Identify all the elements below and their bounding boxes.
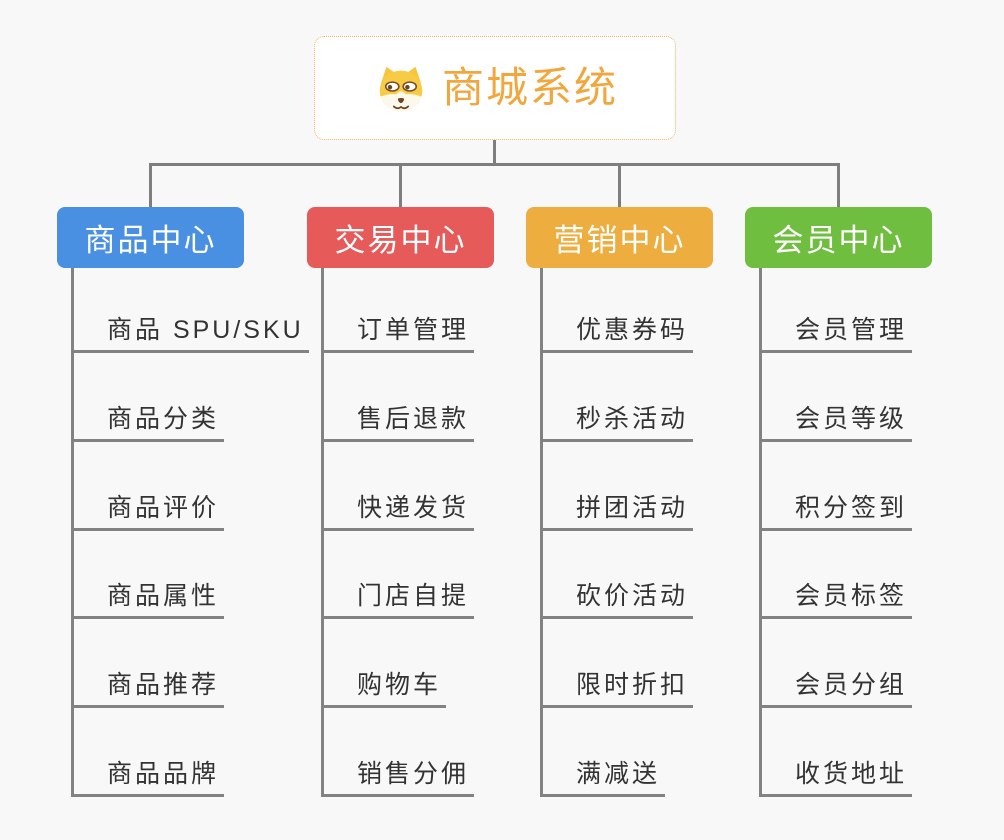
leaf-label: 商品 SPU/SKU xyxy=(74,310,309,353)
branch-marketing: 营销中心 优惠券码 秒杀活动 拼团活动 砍价活动 限时折扣 满减送 xyxy=(526,207,713,797)
leaf-node[interactable]: 砍价活动 xyxy=(543,531,694,620)
branch-label: 交易中心 xyxy=(334,223,467,258)
leaf-label: 商品推荐 xyxy=(74,665,225,709)
leaf-label: 优惠券码 xyxy=(543,310,694,353)
branch-node-marketing[interactable]: 营销中心 xyxy=(526,207,713,268)
leaf-label: 砍价活动 xyxy=(543,576,694,620)
leaf-label: 商品分类 xyxy=(74,399,225,442)
branch-marketing-leaves: 优惠券码 秒杀活动 拼团活动 砍价活动 限时折扣 满减送 xyxy=(540,268,694,797)
leaf-node[interactable]: 会员分组 xyxy=(762,619,913,709)
leaf-node[interactable]: 商品 SPU/SKU xyxy=(74,268,309,353)
root-node[interactable]: 商城系统 xyxy=(314,36,676,140)
branch-node-trade[interactable]: 交易中心 xyxy=(307,207,494,268)
leaf-node[interactable]: 拼团活动 xyxy=(543,442,694,531)
leaf-label: 会员管理 xyxy=(762,310,913,353)
leaf-label: 积分签到 xyxy=(762,488,913,531)
leaf-label: 会员等级 xyxy=(762,399,913,442)
root-title: 商城系统 xyxy=(441,64,618,111)
leaf-label: 快递发货 xyxy=(324,488,475,531)
leaf-node[interactable]: 订单管理 xyxy=(324,268,475,353)
branch-trade: 交易中心 订单管理 售后退款 快递发货 门店自提 购物车 销售分佣 xyxy=(307,207,494,797)
connector-drop-marketing xyxy=(618,163,621,207)
leaf-node[interactable]: 积分签到 xyxy=(762,442,913,531)
leaf-node[interactable]: 会员等级 xyxy=(762,353,913,442)
leaf-node[interactable]: 会员标签 xyxy=(762,531,913,620)
branch-member-leaves: 会员管理 会员等级 积分签到 会员标签 会员分组 收货地址 xyxy=(759,268,913,797)
leaf-node[interactable]: 购物车 xyxy=(324,619,474,709)
leaf-node[interactable]: 满减送 xyxy=(543,708,693,797)
connector-horizontal-bar xyxy=(149,163,840,166)
leaf-label: 收货地址 xyxy=(762,754,913,797)
branch-product-leaves: 商品 SPU/SKU 商品分类 商品评价 商品属性 商品推荐 商品品牌 xyxy=(71,268,309,797)
leaf-node[interactable]: 商品推荐 xyxy=(74,619,309,709)
leaf-label: 满减送 xyxy=(543,754,666,797)
leaf-node[interactable]: 售后退款 xyxy=(324,353,475,442)
branch-node-member[interactable]: 会员中心 xyxy=(745,207,932,268)
leaf-node[interactable]: 收货地址 xyxy=(762,708,913,797)
branch-label: 商品中心 xyxy=(84,223,217,258)
leaf-node[interactable]: 商品品牌 xyxy=(74,708,309,797)
branch-label: 营销中心 xyxy=(553,223,686,258)
leaf-node[interactable]: 商品属性 xyxy=(74,531,309,620)
leaf-label: 会员分组 xyxy=(762,665,913,709)
connector-drop-trade xyxy=(399,163,402,207)
branch-product: 商品中心 商品 SPU/SKU 商品分类 商品评价 商品属性 商品推荐 商品品牌 xyxy=(57,207,309,797)
leaf-label: 商品品牌 xyxy=(74,754,225,797)
leaf-node[interactable]: 会员管理 xyxy=(762,268,913,353)
dog-face-icon xyxy=(372,63,430,113)
leaf-node[interactable]: 门店自提 xyxy=(324,531,475,620)
branch-node-product[interactable]: 商品中心 xyxy=(57,207,244,268)
leaf-label: 秒杀活动 xyxy=(543,399,694,442)
leaf-label: 门店自提 xyxy=(324,576,475,620)
leaf-node[interactable]: 限时折扣 xyxy=(543,619,694,709)
leaf-node[interactable]: 销售分佣 xyxy=(324,708,475,797)
leaf-node[interactable]: 快递发货 xyxy=(324,442,475,531)
leaf-node[interactable]: 秒杀活动 xyxy=(543,353,694,442)
connector-drop-product xyxy=(149,163,152,207)
leaf-label: 销售分佣 xyxy=(324,754,475,797)
leaf-label: 会员标签 xyxy=(762,576,913,620)
leaf-label: 限时折扣 xyxy=(543,665,694,709)
leaf-node[interactable]: 商品分类 xyxy=(74,353,309,442)
branch-member: 会员中心 会员管理 会员等级 积分签到 会员标签 会员分组 收货地址 xyxy=(745,207,932,797)
leaf-label: 商品评价 xyxy=(74,488,225,531)
connector-root-stub xyxy=(493,140,496,163)
branch-label: 会员中心 xyxy=(772,223,905,258)
leaf-label: 商品属性 xyxy=(74,576,225,620)
leaf-label: 订单管理 xyxy=(324,310,475,353)
leaf-node[interactable]: 优惠券码 xyxy=(543,268,694,353)
connector-drop-member xyxy=(837,163,840,207)
leaf-label: 拼团活动 xyxy=(543,488,694,531)
leaf-node[interactable]: 商品评价 xyxy=(74,442,309,531)
leaf-label: 售后退款 xyxy=(324,399,475,442)
branch-trade-leaves: 订单管理 售后退款 快递发货 门店自提 购物车 销售分佣 xyxy=(321,268,475,797)
leaf-label: 购物车 xyxy=(324,665,447,709)
